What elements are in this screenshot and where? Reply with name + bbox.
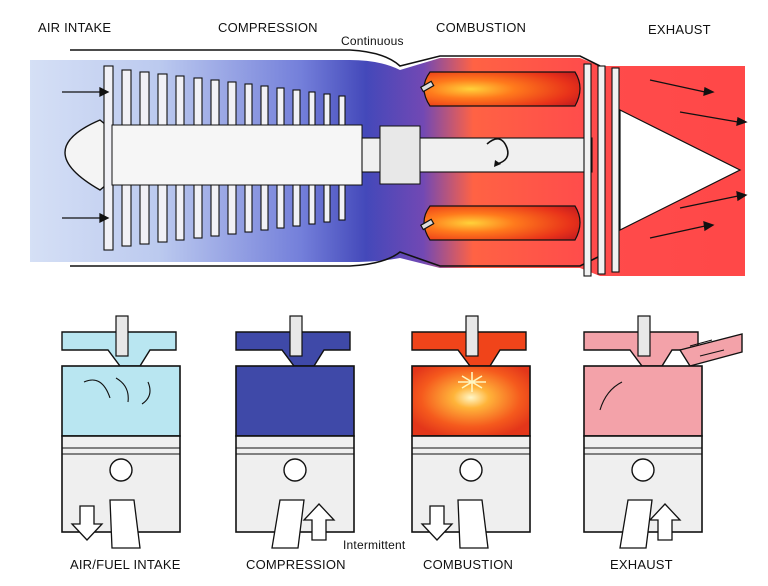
exhaust-cone [619, 109, 742, 231]
piston-stage-label-combustion: COMBUSTION [423, 557, 514, 572]
connecting-rods [109, 499, 653, 549]
piston-cylinder-exhaust [583, 315, 743, 541]
exhaust-port [678, 333, 743, 367]
spark-plug-intake [115, 315, 129, 357]
jet-stage-label-combustion: COMBUSTION [436, 20, 527, 35]
engine-casing-top [70, 49, 601, 67]
spark-plug-exhaust [637, 315, 651, 357]
jet-stage-label-air-intake: AIR INTAKE [38, 20, 112, 35]
swirl-arrows-exhaust [599, 339, 725, 411]
jet-stage-label-compression: COMPRESSION [218, 20, 318, 35]
spark-plug-compression [289, 315, 303, 357]
piston-stage-label-intake: AIR/FUEL INTAKE [70, 557, 181, 572]
engine-casing-bottom [70, 251, 601, 267]
combustion-chamber-top [423, 71, 581, 107]
compressor-drum [111, 124, 363, 186]
chamber-intake [61, 365, 181, 437]
piston-mode-label: Intermittent [343, 538, 406, 552]
down-arrow-icon [70, 505, 104, 541]
down-arrow-icon [420, 505, 454, 541]
nose-cone [64, 119, 113, 191]
wrist-pin-combustion [459, 458, 483, 482]
swirl-arrows-intake [83, 377, 151, 405]
wrist-pin-intake [109, 458, 133, 482]
piston-stage-label-exhaust: EXHAUST [610, 557, 673, 572]
piston-cylinder-combustion [411, 315, 531, 541]
piston-stage-label-compression: COMPRESSION [246, 557, 346, 572]
wrist-pin-exhaust [631, 458, 655, 482]
jet-mode-label: Continuous [341, 34, 404, 48]
piston-cylinder-intake [61, 315, 181, 541]
chamber-exhaust [583, 365, 703, 437]
combustion-chamber-bottom [423, 205, 581, 241]
spark-plug-combustion [465, 315, 479, 357]
up-arrow-icon [302, 503, 336, 541]
intake-arrows [62, 86, 110, 224]
turbine-blades [583, 63, 620, 277]
fuel-injectors [419, 80, 435, 231]
piston-cylinder-compression [235, 315, 355, 541]
rotation-arrow-icon [486, 138, 509, 165]
chamber-combustion [411, 365, 531, 437]
exhaust-arrows [649, 79, 748, 239]
up-arrow-icon [648, 503, 682, 541]
shaft-bearing [379, 125, 421, 185]
chamber-compression [235, 365, 355, 437]
jet-stage-label-exhaust: EXHAUST [648, 22, 711, 37]
rotation-arrow-head-icon [494, 160, 501, 167]
wrist-pin-compression [283, 458, 307, 482]
spark-burst-icon [458, 372, 486, 392]
